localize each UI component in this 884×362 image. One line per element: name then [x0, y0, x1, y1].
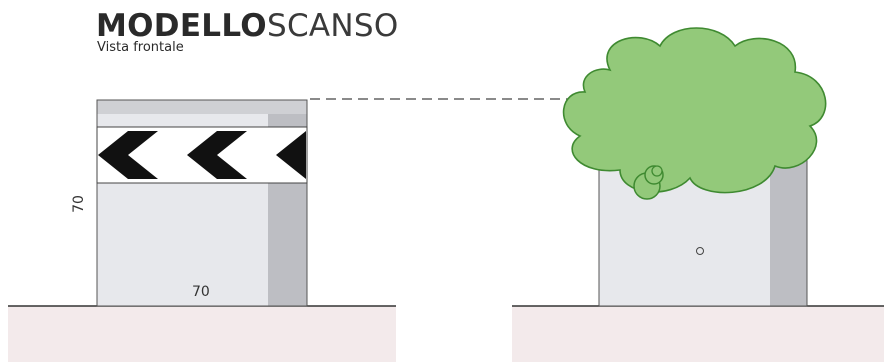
width-dimension-label: 70 — [192, 284, 210, 300]
chevron-2 — [187, 131, 247, 179]
chevron-1 — [98, 131, 158, 179]
left-block-top — [97, 100, 307, 114]
left-block — [96, 99, 308, 307]
ground-left — [8, 306, 396, 362]
ground-right — [512, 306, 884, 362]
chevron-3 — [276, 131, 306, 179]
height-dimension-label: 70 — [70, 195, 87, 213]
title-light: SCANSO — [266, 8, 399, 44]
title-bold: MODELLO — [96, 8, 267, 44]
left-block-outline — [96, 99, 308, 307]
bush-bud-3 — [651, 165, 663, 177]
bush-crown — [562, 27, 827, 194]
page-title: MODELLOSCANSO — [96, 8, 399, 44]
page-subtitle: Vista frontale — [97, 40, 184, 55]
right-block-hole — [696, 247, 704, 255]
bush — [562, 27, 827, 200]
